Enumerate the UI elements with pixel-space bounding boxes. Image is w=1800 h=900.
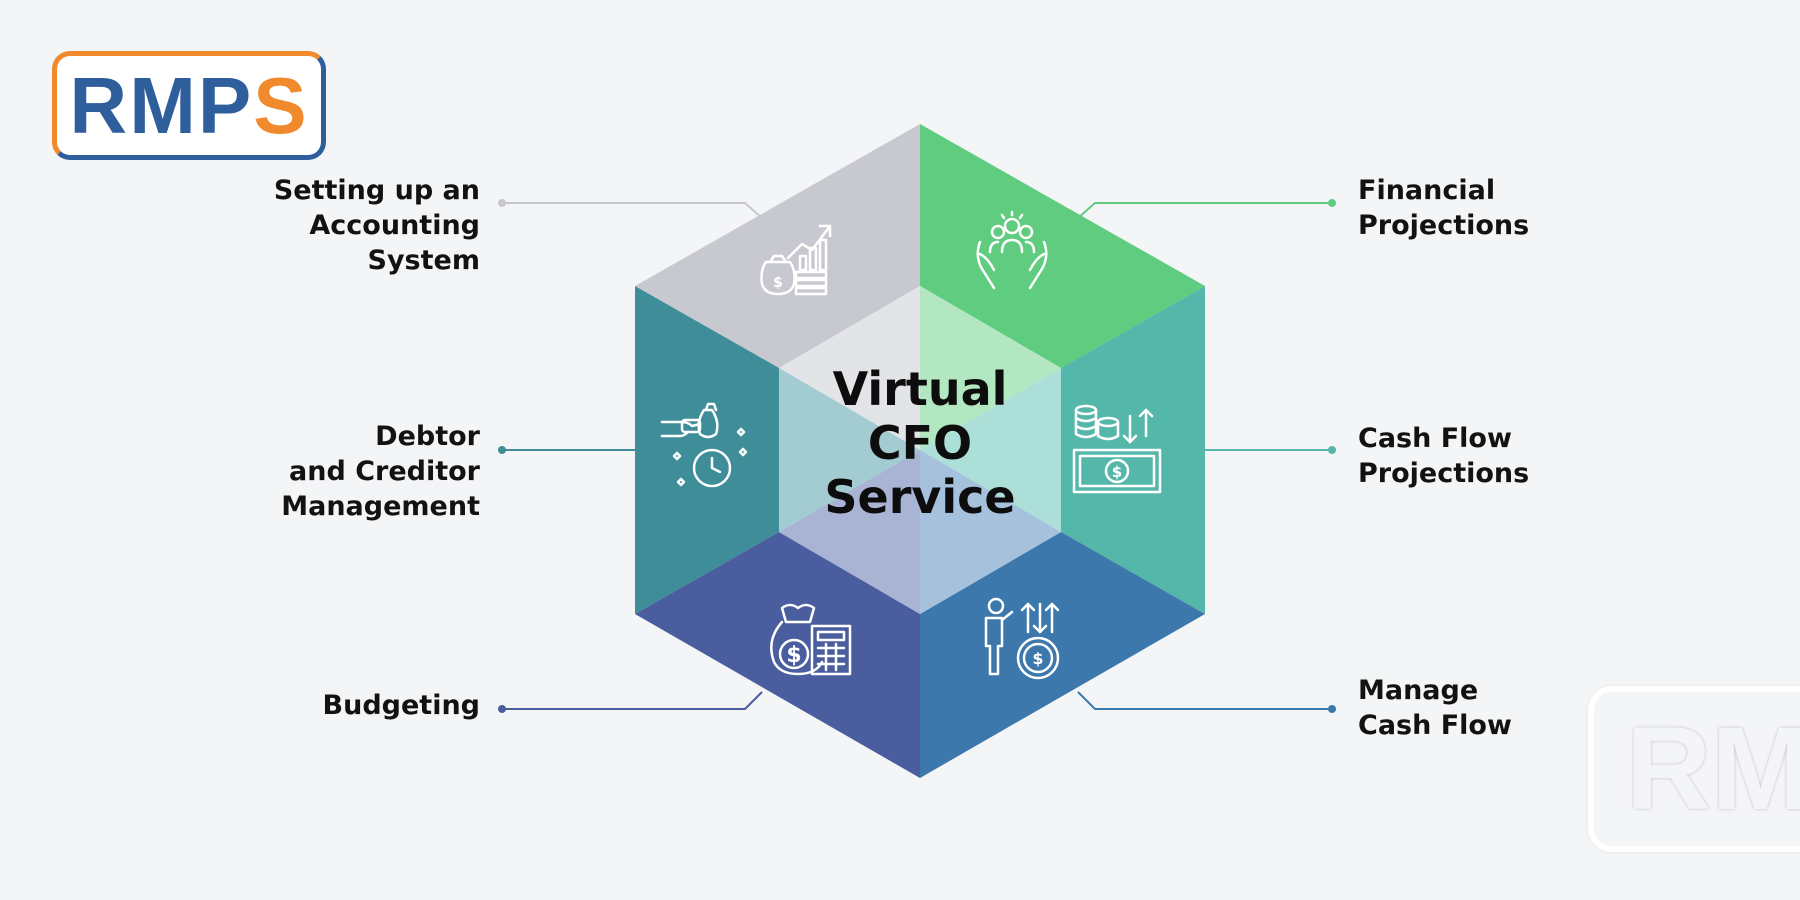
person-coin-arrows-icon: $ [984,597,1060,680]
svg-text:$: $ [786,643,801,668]
segment-bottom-right [920,532,1205,778]
watermark-logo: RM [1588,686,1800,852]
connector-budgeting [502,691,763,710]
connector-lines [498,199,1336,713]
segment-bottom-left [635,532,920,778]
label-budgeting: Budgeting [322,690,480,721]
svg-text:$: $ [773,275,783,291]
money-bag-calculator-icon: $ [770,603,852,676]
connector-dot-financial [1328,199,1336,207]
center-title: Virtual CFO Service [824,362,1016,524]
connector-dot-manage [1328,705,1336,713]
connector-dot-budgeting [498,705,506,713]
logo-text: RMPS [69,65,308,146]
connector-manage [1077,691,1332,710]
label-financial-projections: Financial Projections [1358,175,1530,241]
inner-top-left [779,286,920,450]
connector-dot-accounting [498,199,506,207]
label-cash-flow-projections: Cash Flow Projections [1358,423,1530,489]
svg-text:$: $ [1032,649,1043,668]
label-accounting-system: Setting up an Accounting System [273,175,480,276]
logo-text-accent: S [253,60,309,150]
money-bag-growth-chart-icon: $ [760,224,832,296]
svg-text:$: $ [1112,463,1122,481]
connector-dot-debtor [498,446,506,454]
segment-top-right [920,124,1205,368]
inner-bottom-left [779,450,920,614]
coins-banknote-arrows-icon: $ [1072,404,1162,494]
connector-accounting [502,202,763,219]
segment-top-left [635,124,920,368]
logo-text-main: RMP [69,60,254,150]
label-debtor-creditor: Debtor and Creditor Management [281,421,480,522]
rmps-logo: RMPS [52,51,326,160]
watermark-text: RM [1626,703,1800,835]
inner-hexagon [779,286,1061,614]
inner-bottom-right [920,450,1061,614]
hand-money-bag-clock-icon [660,402,748,488]
inner-top-right [920,286,1061,450]
hands-team-icon [976,210,1048,290]
label-manage-cash-flow: Manage Cash Flow [1358,675,1512,741]
connector-dot-cashflow-proj [1328,446,1336,454]
connector-financial [1077,202,1332,219]
inner-left [779,368,920,532]
inner-right [920,368,1061,532]
